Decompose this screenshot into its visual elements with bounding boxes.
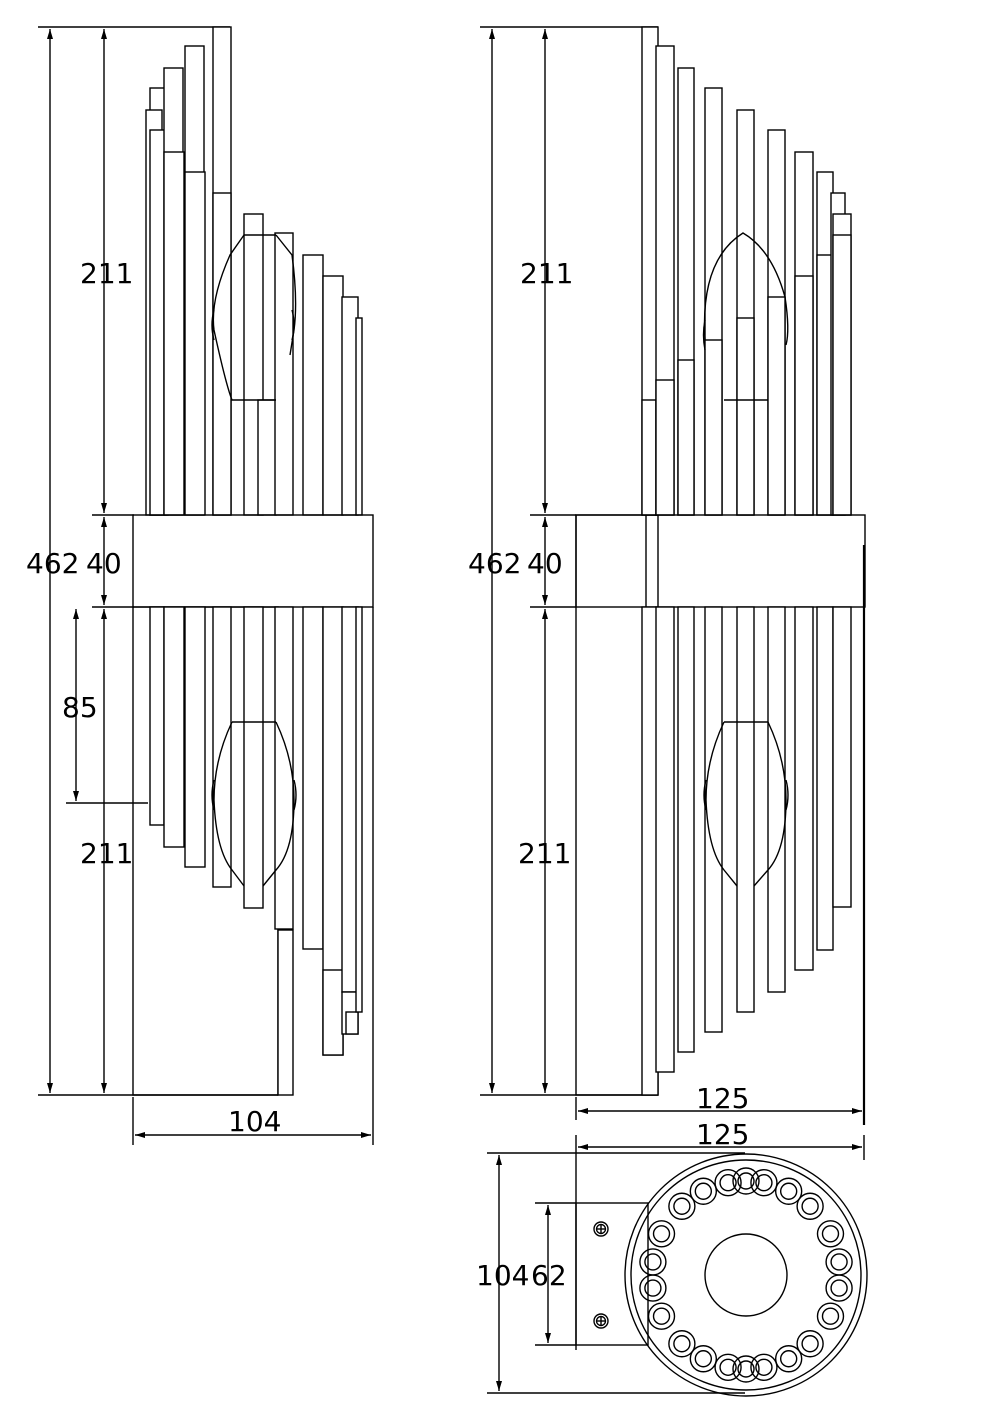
bottom-rod-circles	[639, 1167, 853, 1383]
rod-tube-inner	[779, 1350, 798, 1368]
right-lower-rods	[641, 606, 852, 1096]
rod-tube-outer	[774, 1345, 803, 1373]
left-dimension-lines	[38, 26, 374, 1145]
rod-tube-outer	[750, 1169, 778, 1197]
rod-tube-inner	[652, 1225, 671, 1243]
bottom-dim-plate: 62	[531, 1259, 567, 1292]
left-lower-rods	[149, 606, 363, 1096]
bottom-outer-ring	[624, 1153, 868, 1397]
right-side-view: 462 211 40 211 125	[468, 26, 866, 1125]
left-mounting-band	[132, 514, 374, 608]
rod-tube-outer	[732, 1355, 760, 1383]
rod-tube-outer	[647, 1220, 676, 1248]
bottom-center-opening	[704, 1233, 788, 1317]
right-dim-width: 125	[696, 1082, 749, 1115]
rod-tube-inner	[719, 1358, 737, 1376]
right-dim-lower-section: 211	[518, 837, 571, 870]
left-lower-bulb	[211, 721, 297, 887]
rod-tube-outer	[668, 1330, 696, 1358]
left-dim-band: 40	[86, 547, 122, 580]
left-upper-rods	[145, 26, 363, 516]
rod-tube-inner	[801, 1335, 819, 1353]
left-dim-lower-section: 211	[80, 837, 133, 870]
left-side-view: 462 211 40 85 211 104	[26, 26, 374, 1145]
rod-tube-outer	[732, 1167, 760, 1195]
screw-bottom	[593, 1313, 609, 1329]
screw-top	[593, 1221, 609, 1237]
rod-tube-inner	[719, 1174, 737, 1192]
rod-tube-inner	[779, 1182, 798, 1200]
rod-tube-outer	[689, 1177, 718, 1205]
rod-tube-inner	[652, 1307, 671, 1325]
rod-tube-outer	[668, 1192, 696, 1220]
left-dim-mount: 85	[62, 691, 98, 724]
rod-tube-outer	[714, 1169, 742, 1197]
right-dim-upper-section: 211	[520, 257, 573, 290]
rod-tube-outer	[796, 1330, 824, 1358]
rod-tube-outer	[774, 1177, 803, 1205]
rod-tube-outer	[714, 1353, 742, 1381]
rod-tube-inner	[755, 1358, 773, 1376]
rod-tube-inner	[737, 1360, 755, 1378]
left-dim-width: 104	[228, 1105, 281, 1138]
right-dim-total-height: 462	[468, 547, 521, 580]
bottom-view: 125 104 62	[476, 1118, 868, 1397]
rod-tube-outer	[825, 1274, 853, 1302]
rod-tube-inner	[821, 1307, 840, 1325]
rod-tube-outer	[750, 1353, 778, 1381]
rod-tube-inner	[673, 1197, 691, 1215]
left-dim-upper-section: 211	[80, 257, 133, 290]
right-dim-band: 40	[527, 547, 563, 580]
rod-tube-inner	[694, 1350, 713, 1368]
left-upper-bulb	[211, 234, 297, 401]
rod-tube-inner	[694, 1182, 713, 1200]
left-dim-total-height: 462	[26, 547, 79, 580]
rod-tube-outer	[825, 1248, 853, 1276]
right-upper-bulb	[702, 232, 789, 401]
rod-tube-outer	[647, 1302, 676, 1330]
rod-tube-outer	[639, 1248, 667, 1276]
right-dimension-lines	[480, 26, 866, 1125]
bottom-inner-ring	[630, 1159, 862, 1391]
right-mounting-band	[575, 514, 866, 608]
rod-tube-inner	[755, 1174, 773, 1192]
rod-tube-inner	[830, 1253, 848, 1271]
rod-tube-inner	[821, 1225, 840, 1243]
rod-tube-outer	[796, 1192, 824, 1220]
bottom-mounting-plate	[575, 1202, 649, 1346]
rod-tube-outer	[816, 1302, 845, 1330]
rod-tube-outer	[816, 1220, 845, 1248]
right-lower-bulb	[703, 721, 789, 887]
rod-tube-inner	[801, 1197, 819, 1215]
bottom-dim-width: 125	[696, 1118, 749, 1151]
bottom-dim-height: 104	[476, 1259, 529, 1292]
right-upper-rods	[641, 26, 852, 516]
rod-tube-inner	[644, 1279, 662, 1297]
rod-tube-outer	[639, 1274, 667, 1302]
rod-tube-inner	[644, 1253, 662, 1271]
rod-tube-inner	[673, 1335, 691, 1353]
rod-tube-inner	[737, 1172, 755, 1190]
rod-tube-outer	[689, 1345, 718, 1373]
rod-tube-inner	[830, 1279, 848, 1297]
